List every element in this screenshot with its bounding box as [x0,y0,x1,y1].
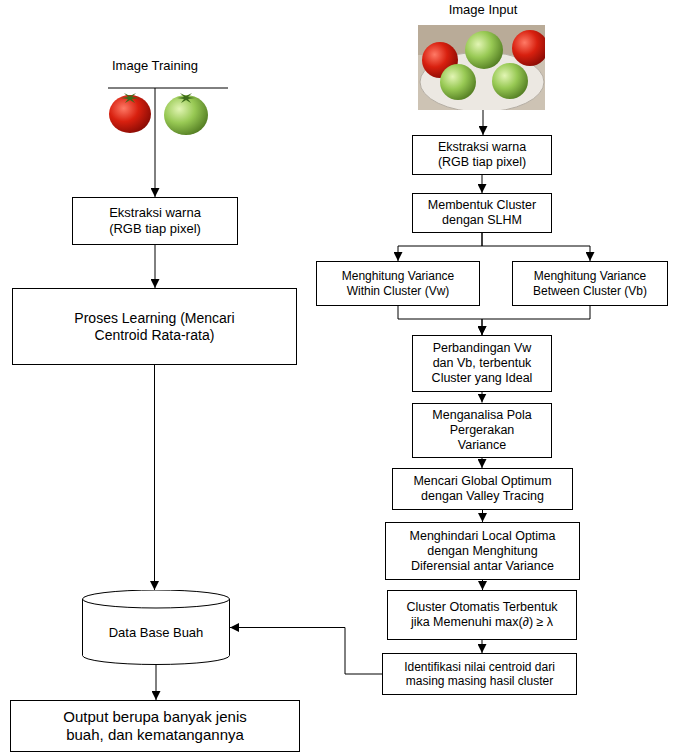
image-heading: Image Input [449,2,518,18]
database-cylinder: Data Base Buah [82,590,230,665]
image-panel: Image Input [418,2,548,110]
green-tomato [465,31,503,69]
green-tomato [164,95,208,135]
flow-arrow [155,245,156,288]
flow-arrow [482,392,483,403]
image-heading: Image Training [112,58,198,74]
node-text: Perbandingan Vw dan Vb, terbentuk Cluste… [424,341,540,386]
node-text: Cluster Otomatis Terbentuk jika Memenuhi… [405,600,560,630]
flow-arrow [156,665,157,700]
process-box: Perbandingan Vw dan Vb, terbentuk Cluste… [412,335,552,392]
process-box: Membentuk Cluster dengan SLHM [412,193,552,233]
node-text: Membentuk Cluster dengan SLHM [420,198,545,228]
flow-arrow [482,510,483,522]
node-text: Menghindari Local Optima dengan Menghitu… [400,529,565,574]
process-box: Menghitung Variance Between Cluster (Vb) [512,261,668,306]
node-text: Menghitung Variance Between Cluster (Vb) [533,269,648,298]
cylinder-rim [83,599,230,608]
node-text: Menghitung Variance Within Cluster (Vw) [341,269,456,298]
process-box: Mencari Global Optimum dengan Valley Tra… [392,468,573,510]
process-box: Ekstraksi warna (RGB tiap pixel) [412,135,552,175]
flow-arrow [482,580,483,590]
red-tomato [512,30,545,66]
flow-arrow [482,306,590,335]
process-box: Menganalisa Pola Pergerakan Variance [412,403,552,458]
red-tomato [109,95,151,133]
node-text: Identifikasi nilai centroid dari masing … [389,660,570,689]
node-text: Proses Learning (Mencari Centroid Rata-r… [55,310,255,344]
node-text: Output berupa banyak jenis buah, dan kem… [48,708,263,744]
flow-arrow [482,640,483,653]
flow-arrow [154,365,155,590]
divider-line [108,88,228,89]
cylinder-body [83,590,230,665]
process-box: Ekstraksi warna (RGB tiap pixel) [72,197,238,245]
process-box: Output berupa banyak jenis buah, dan kem… [10,700,300,752]
flow-arrow [398,233,482,261]
flow-arrow [482,233,590,261]
tomato-stem [177,93,195,103]
process-box: Proses Learning (Mencari Centroid Rata-r… [12,288,297,365]
node-text: Ekstraksi warna (RGB tiap pixel) [427,140,537,170]
node-text: Mencari Global Optimum dengan Valley Tra… [400,474,565,504]
image-panel: Image Training [90,58,220,140]
flow-arrow [398,306,482,335]
flow-arrow [155,140,156,197]
green-tomato [440,64,476,100]
tomato-stem [121,93,139,103]
process-box: Menghindari Local Optima dengan Menghitu… [385,522,580,580]
green-tomato [492,63,528,99]
divider-line [155,88,156,140]
process-box: Identifikasi nilai centroid dari masing … [382,653,577,695]
node-text: Data Base Buah [109,625,204,641]
flow-arrow [482,175,483,193]
flow-arrow [230,628,382,675]
process-box: Menghitung Variance Within Cluster (Vw) [316,261,480,306]
flow-arrow [483,110,484,135]
input-photo [418,25,545,110]
process-box: Cluster Otomatis Terbentuk jika Memenuhi… [387,590,577,640]
node-text: Ekstraksi warna (RGB tiap pixel) [95,205,215,236]
node-text: Menganalisa Pola Pergerakan Variance [427,408,537,453]
flow-arrow [482,458,483,469]
